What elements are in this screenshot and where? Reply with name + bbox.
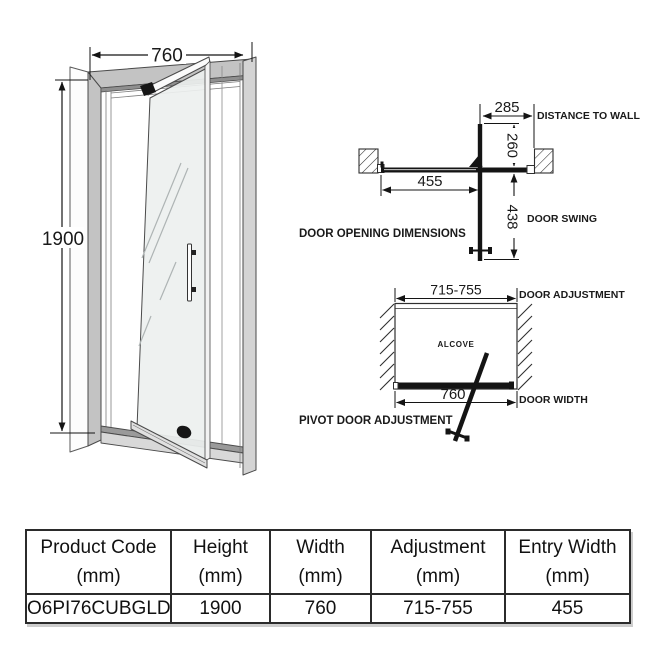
door-right-stile bbox=[204, 60, 211, 462]
front-height-value: 1900 bbox=[42, 229, 84, 250]
cell-product-code: O6PI76CUBGLD bbox=[25, 593, 172, 624]
pivot-hinge-plan bbox=[469, 155, 483, 167]
cell-entry-width: 455 bbox=[504, 593, 631, 624]
dim-height-1900: 1900 bbox=[42, 79, 95, 434]
label-door-adjustment: DOOR ADJUSTMENT bbox=[519, 289, 625, 301]
right-wall-hatching bbox=[517, 303, 533, 391]
dim-width-760: 760 bbox=[89, 42, 253, 80]
right-wall-hatched bbox=[533, 148, 554, 174]
dim-455: 455 bbox=[380, 173, 480, 196]
label-door-width: DOOR WIDTH bbox=[519, 394, 588, 406]
door-width-value: 760 bbox=[440, 386, 465, 403]
alcove-outline bbox=[394, 302, 518, 390]
left-wall-hatched bbox=[358, 148, 379, 174]
cell-width: 760 bbox=[269, 593, 372, 624]
door-opening-plan: 285 DISTANCE TO WALL 260 455 438 DOOR SW… bbox=[299, 99, 640, 261]
dim-438: 438 bbox=[484, 173, 521, 260]
spec-table-data-row: O6PI76CUBGLD 1900 760 715-755 455 bbox=[25, 593, 631, 624]
wall-return bbox=[69, 66, 89, 453]
door-handle-mount-top bbox=[191, 250, 196, 255]
dim-260: 260 bbox=[484, 123, 521, 167]
door-open-swing-line bbox=[477, 124, 483, 261]
spec-table: Product Code (mm) Height (mm) Width (mm)… bbox=[25, 529, 631, 624]
door-width-bar bbox=[398, 382, 509, 389]
distance-to-wall-value: 285 bbox=[494, 99, 519, 116]
projection-value: 260 bbox=[504, 133, 521, 158]
frame-right-jamb bbox=[242, 56, 257, 476]
spec-table-header-row: Product Code (mm) Height (mm) Width (mm)… bbox=[25, 529, 631, 595]
label-pivot-door-adjustment: PIVOT DOOR ADJUSTMENT bbox=[299, 415, 453, 427]
door-glass-panel bbox=[136, 67, 208, 464]
label-door-opening-dimensions: DOOR OPENING DIMENSIONS bbox=[299, 228, 466, 240]
front-width-value: 760 bbox=[151, 46, 183, 67]
door-handle-mount-bottom bbox=[191, 287, 196, 292]
label-alcove: ALCOVE bbox=[438, 340, 475, 349]
bottom-pivot-knob bbox=[176, 425, 192, 439]
door-handle bbox=[187, 243, 192, 302]
handle-plan bbox=[469, 247, 492, 254]
cell-adjustment: 715-755 bbox=[370, 593, 506, 624]
label-door-swing: DOOR SWING bbox=[527, 213, 597, 225]
entry-width-value: 455 bbox=[417, 173, 442, 190]
label-distance-to-wall: DISTANCE TO WALL bbox=[537, 110, 640, 122]
bar-left-cap bbox=[393, 382, 399, 390]
dim-285: 285 bbox=[479, 99, 535, 148]
cell-height: 1900 bbox=[170, 593, 271, 624]
glass-reflection-lines bbox=[138, 162, 189, 347]
bar-right-cap bbox=[509, 381, 514, 390]
door-swing-value: 438 bbox=[504, 204, 521, 229]
header-height: Height (mm) bbox=[170, 529, 271, 595]
dim-760-door-width: 760 bbox=[394, 386, 518, 408]
pivot-adjustment-plan: ALCOVE 715-755 DOOR ADJUSTMENT 760 DOOR … bbox=[299, 282, 625, 442]
header-width: Width (mm) bbox=[269, 529, 372, 595]
dim-715-755: 715-755 bbox=[394, 282, 518, 302]
header-adjustment: Adjustment (mm) bbox=[370, 529, 506, 595]
top-pivot-hinge bbox=[140, 82, 156, 96]
header-product-code: Product Code (mm) bbox=[25, 529, 172, 595]
left-wall-hatching bbox=[379, 303, 395, 391]
front-view-drawing: 760 1900 bbox=[42, 42, 257, 476]
frame-left-jamb bbox=[87, 71, 102, 447]
right-wall-profile bbox=[526, 165, 535, 174]
door-bottom-rail bbox=[130, 420, 208, 469]
door-adjustment-value: 715-755 bbox=[430, 282, 482, 298]
header-entry-width: Entry Width (mm) bbox=[504, 529, 631, 595]
open-door-diagonal bbox=[445, 352, 490, 442]
